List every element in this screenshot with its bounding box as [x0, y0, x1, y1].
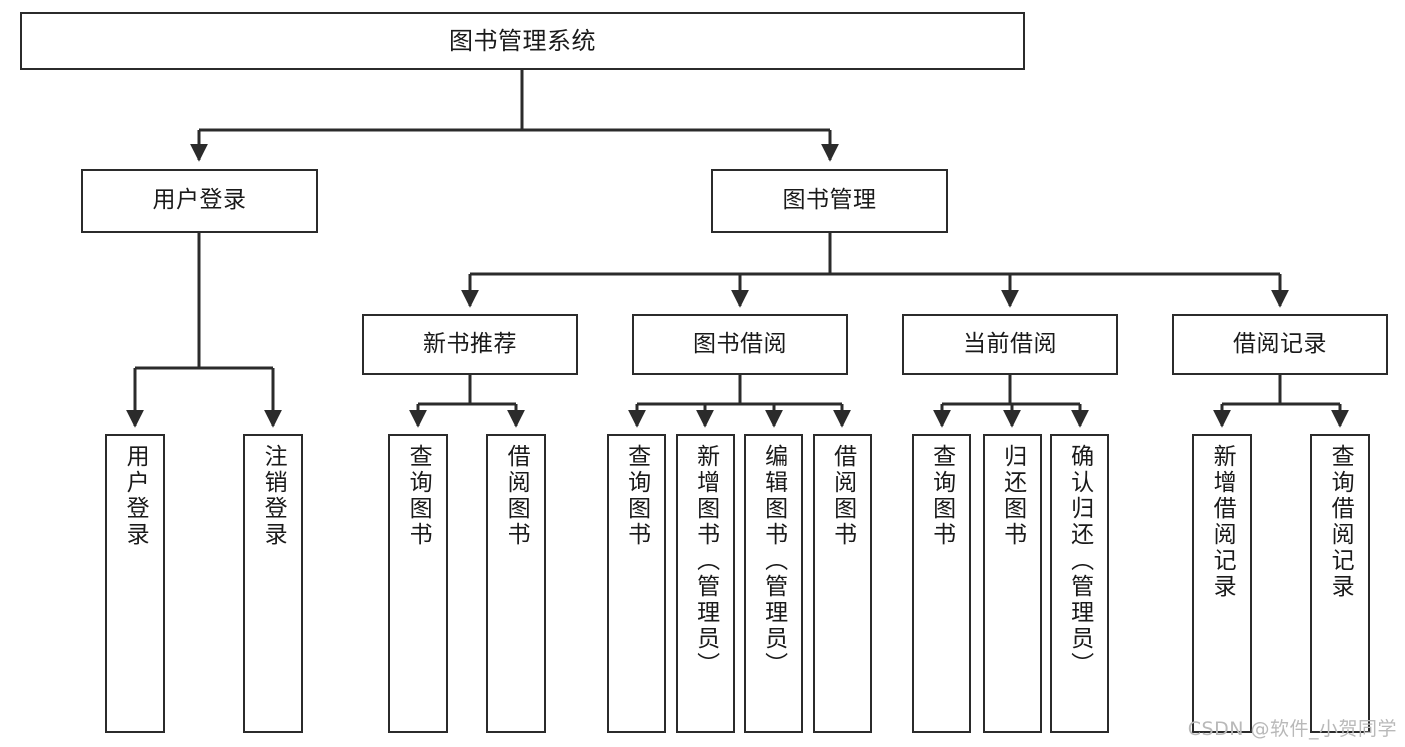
node-leaf-query-record[interactable]: 查询借阅记录 [1310, 434, 1370, 733]
node-book-manage-label: 图书管理 [782, 187, 877, 214]
node-book-borrow[interactable]: 图书借阅 [632, 314, 848, 375]
node-user-login[interactable]: 用户登录 [81, 169, 318, 233]
node-leaf-logout-label: 注销登录 [260, 444, 287, 548]
node-root[interactable]: 图书管理系统 [20, 12, 1025, 70]
node-leaf-add-book-label: 新增图书（管理员） [692, 444, 719, 678]
node-leaf-query-book-2[interactable]: 查询图书 [607, 434, 666, 733]
node-borrow-record[interactable]: 借阅记录 [1172, 314, 1388, 375]
node-leaf-confirm-return-label: 确认归还（管理员） [1066, 444, 1093, 678]
node-leaf-query-book-2-label: 查询图书 [623, 444, 650, 548]
node-leaf-borrow-book-1-label: 借阅图书 [503, 444, 530, 548]
node-leaf-add-record[interactable]: 新增借阅记录 [1192, 434, 1252, 733]
node-user-login-label: 用户登录 [152, 187, 247, 214]
node-current-borrow[interactable]: 当前借阅 [902, 314, 1118, 375]
node-leaf-return-book-label: 归还图书 [999, 444, 1026, 548]
node-leaf-edit-book[interactable]: 编辑图书（管理员） [744, 434, 803, 733]
node-leaf-query-book-3[interactable]: 查询图书 [912, 434, 971, 733]
node-leaf-borrow-book-2-label: 借阅图书 [829, 444, 856, 548]
node-leaf-user-login[interactable]: 用户登录 [105, 434, 165, 733]
node-leaf-add-book[interactable]: 新增图书（管理员） [676, 434, 735, 733]
node-leaf-return-book[interactable]: 归还图书 [983, 434, 1042, 733]
node-leaf-logout[interactable]: 注销登录 [243, 434, 303, 733]
node-borrow-record-label: 借阅记录 [1233, 330, 1327, 357]
node-leaf-borrow-book-1[interactable]: 借阅图书 [486, 434, 546, 733]
node-new-book-rec[interactable]: 新书推荐 [362, 314, 578, 375]
node-leaf-user-login-label: 用户登录 [122, 444, 149, 548]
node-leaf-borrow-book-2[interactable]: 借阅图书 [813, 434, 872, 733]
watermark: CSDN @软件_小贺同学 [1187, 718, 1397, 740]
node-book-manage[interactable]: 图书管理 [711, 169, 948, 233]
node-leaf-add-record-label: 新增借阅记录 [1209, 444, 1236, 600]
node-leaf-query-record-label: 查询借阅记录 [1327, 444, 1354, 600]
node-leaf-query-book-1[interactable]: 查询图书 [388, 434, 448, 733]
node-leaf-query-book-3-label: 查询图书 [928, 444, 955, 548]
node-book-borrow-label: 图书借阅 [693, 330, 787, 357]
node-leaf-query-book-1-label: 查询图书 [405, 444, 432, 548]
node-leaf-confirm-return[interactable]: 确认归还（管理员） [1050, 434, 1109, 733]
node-root-label: 图书管理系统 [449, 26, 596, 55]
node-new-book-rec-label: 新书推荐 [423, 330, 517, 357]
node-leaf-edit-book-label: 编辑图书（管理员） [760, 444, 787, 678]
node-current-borrow-label: 当前借阅 [963, 330, 1057, 357]
